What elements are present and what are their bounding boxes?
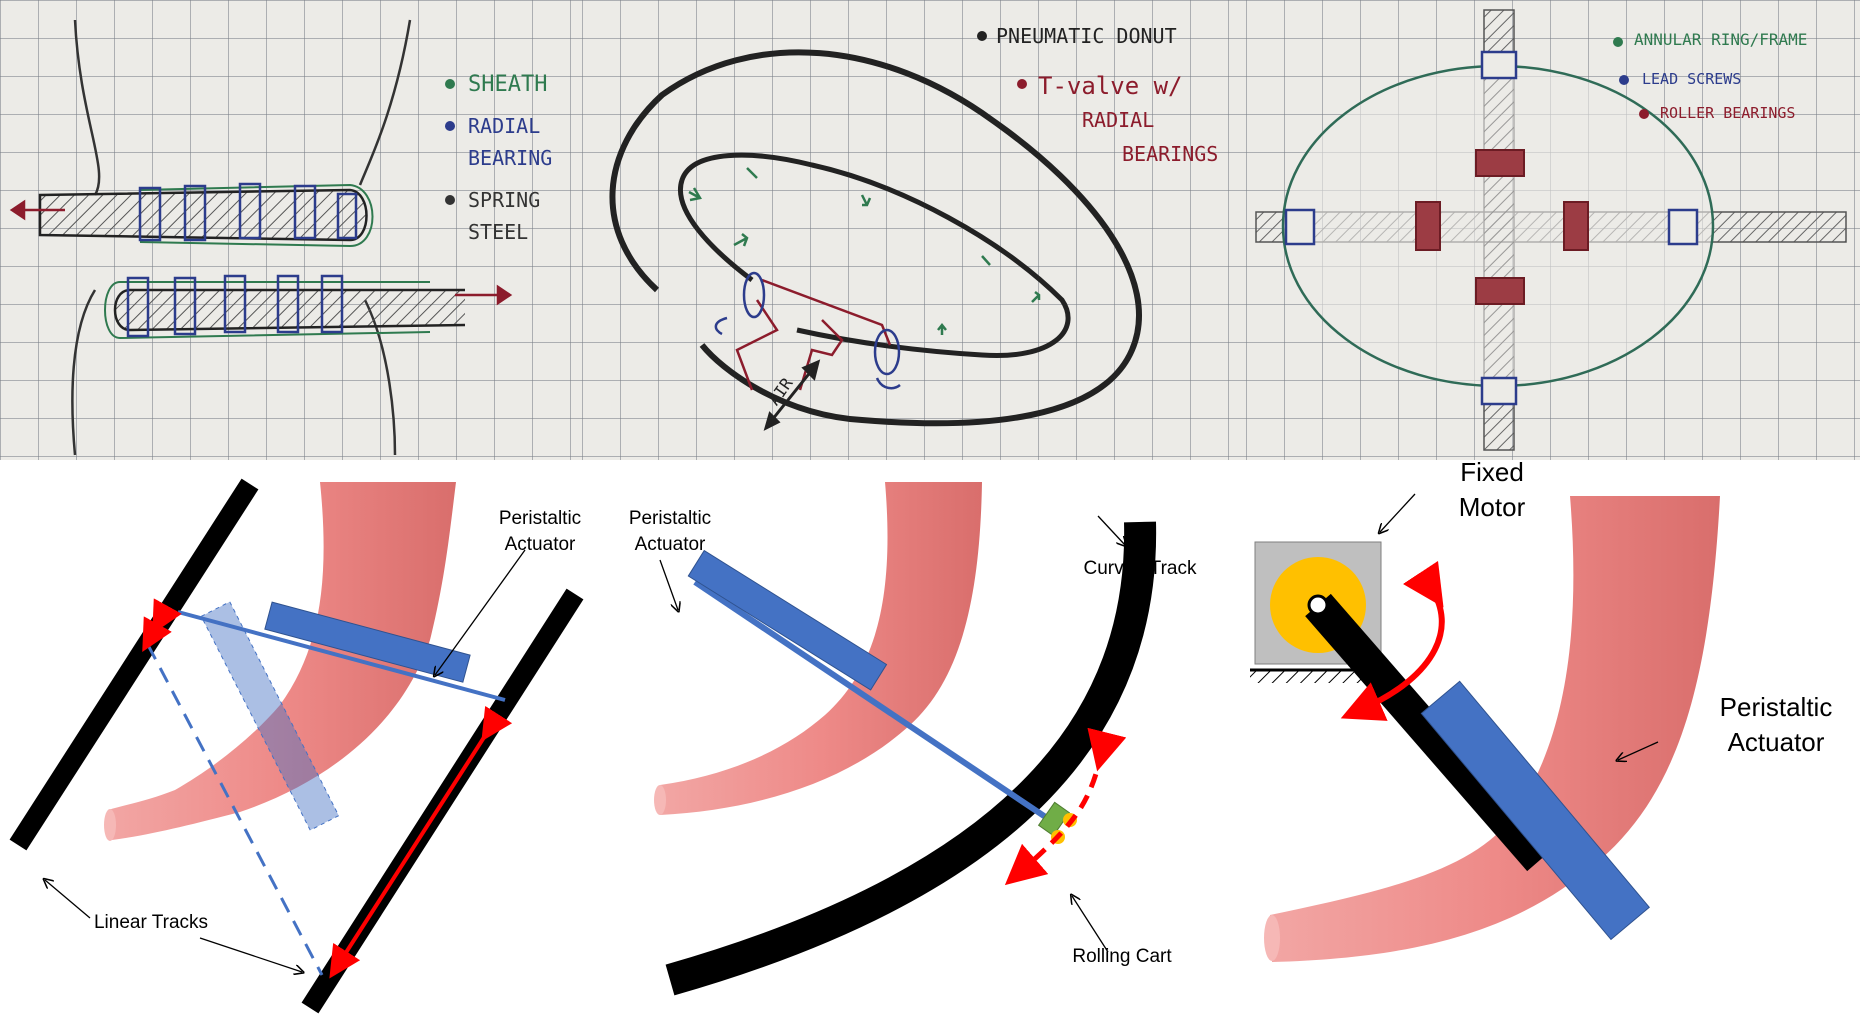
upper-spring-steel	[38, 188, 368, 242]
tissue-tube	[660, 482, 982, 815]
curved-actuator-label: Peristaltic Actuator	[628, 508, 712, 555]
legend-lead-screws: Lead Screws	[1642, 70, 1742, 88]
sketch-ring-panel: Annular Ring/Frame Lead Screws Roller Be…	[1246, 0, 1860, 460]
rolling-cart-label: Rolling Cart	[1072, 946, 1172, 967]
render-linear-tracks-panel: Peristaltic Actuator Linear Tracks	[0, 460, 620, 1022]
legend-roller-bearings: Roller Bearings	[1660, 104, 1796, 122]
pressure-arrows	[688, 167, 1041, 335]
track-motion-arrow	[329, 705, 513, 979]
actuator-ghost	[200, 601, 340, 831]
actuator-solid	[264, 601, 471, 683]
lower-spring-steel	[113, 288, 466, 332]
lead-screw-blocks	[1284, 50, 1699, 406]
motor-actuator-label: Peristaltic Actuator	[1719, 692, 1833, 758]
donut-sketch-drawing	[609, 31, 1142, 431]
linear-tracks-label: Linear Tracks	[93, 912, 209, 933]
sketch-sheath-panel: Sheath Radial Bearing Spring Steel	[0, 0, 582, 460]
tissue-tube	[1270, 496, 1720, 962]
legend-t-valve: T-valve w/	[1038, 72, 1183, 100]
rotation-arrow	[1340, 560, 1445, 721]
sheath-sketch-drawing	[9, 19, 513, 456]
curved-track-drawing	[654, 482, 1157, 996]
legend-steel: Steel	[468, 220, 529, 244]
upper-radial-bearings	[138, 182, 358, 242]
legend-annular-ring: Annular Ring/Frame	[1634, 30, 1808, 49]
t-valve	[735, 278, 892, 391]
fixed-motor-drawing	[1250, 493, 1720, 962]
fixed-motor-label: Fixed Motor	[1458, 460, 1526, 523]
legend-radial: Radial	[468, 114, 541, 138]
legend-spring: Spring	[468, 188, 541, 212]
peristaltic-actuator	[687, 549, 888, 691]
curved-track-label: Curved Track	[1083, 558, 1197, 579]
sketch-donut-panel: AIR Pneumatic Donut T-valve w/ Radial Be…	[582, 0, 1246, 460]
valve-bearings	[714, 271, 901, 390]
left-linear-track	[9, 478, 259, 851]
tissue-tube	[108, 482, 456, 840]
legend-bearing: Bearing	[468, 146, 553, 170]
linear-tracks-drawing	[9, 478, 584, 1014]
linear-actuator-label: Peristaltic Actuator	[498, 508, 582, 555]
lower-radial-bearings	[126, 274, 344, 338]
ring-sketch-drawing	[1255, 9, 1847, 451]
legend-pneumatic-donut: Pneumatic Donut	[996, 24, 1177, 48]
legend-sheath: Sheath	[468, 72, 548, 97]
motor-arm	[1305, 593, 1553, 872]
legend-radial-2: Radial	[1082, 108, 1155, 132]
roller-bearings	[1415, 149, 1589, 305]
render-curved-track-panel: Peristaltic Actuator Curved Track Rollin…	[620, 460, 1240, 1022]
cart-motion-arrow	[1004, 727, 1127, 886]
legend-bearings: Bearings	[1122, 142, 1219, 166]
render-fixed-motor-panel: Fixed Motor Peristaltic Actuator	[1240, 460, 1860, 1022]
